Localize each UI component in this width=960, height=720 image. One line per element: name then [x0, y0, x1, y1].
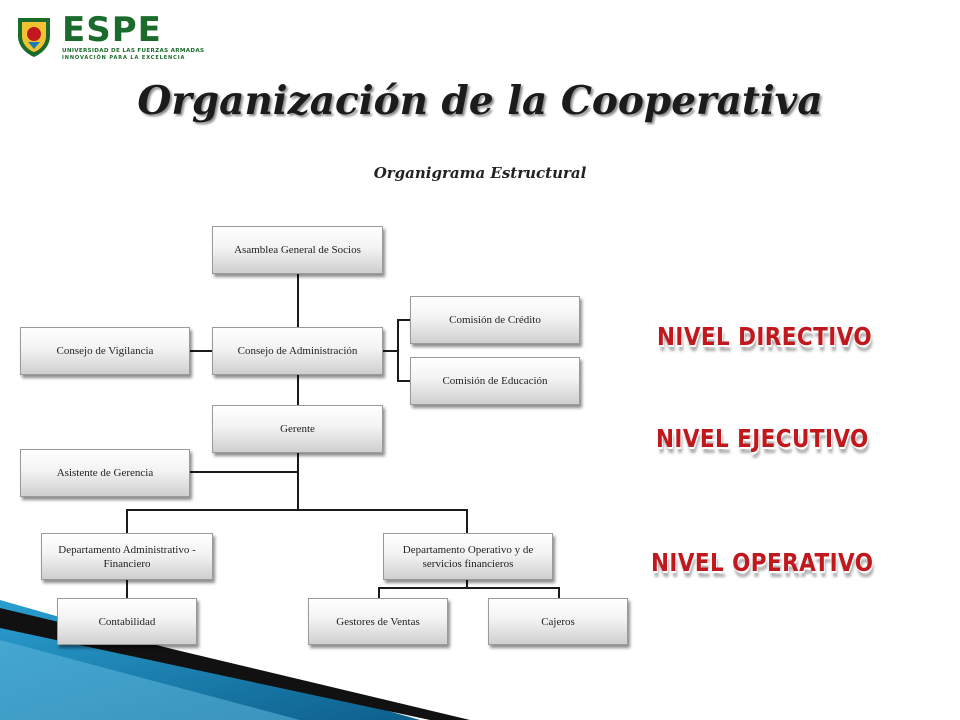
box-gerente: Gerente [212, 405, 383, 453]
box-asamblea: Asamblea General de Socios [212, 226, 383, 274]
connector-comision-credito [397, 319, 410, 321]
box-departamento-administrativo: Departamento Administrativo - Financiero [41, 533, 213, 580]
box-asistente-gerencia: Asistente de Gerencia [20, 449, 190, 497]
box-cajeros: Cajeros [488, 598, 628, 645]
box-comision-educacion: Comisión de Educación [410, 357, 580, 405]
connector-operativo-down [466, 580, 468, 588]
slide-subtitle: Organigrama Estructural [373, 164, 587, 182]
box-comision-credito: Comisión de Crédito [410, 296, 580, 344]
logo-name: ESPE [62, 12, 162, 48]
box-gestores-ventas: Gestores de Ventas [308, 598, 448, 645]
connector-operativo-horizontal [378, 587, 560, 589]
connector-gerente-down [297, 453, 299, 510]
logo-name-text: ESPE [62, 10, 162, 50]
level-ejecutivo: NIVEL EJECUTIVO [656, 424, 869, 453]
espe-logo: ESPE UNIVERSIDAD DE LAS FUERZAS ARMADAS … [14, 12, 204, 61]
box-consejo-vigilancia: Consejo de Vigilancia [20, 327, 190, 375]
connector-gestores [378, 587, 380, 598]
level-operativo: NIVEL OPERATIVO [651, 548, 874, 577]
connector-cajeros [558, 587, 560, 598]
connector-comisiones-vertical [397, 319, 399, 382]
logo-line1: UNIVERSIDAD DE LAS FUERZAS ARMADAS [62, 48, 205, 54]
connector-departamentos-horizontal [126, 509, 468, 511]
connector-admin-contabilidad [126, 580, 128, 598]
connector-asistente [190, 471, 298, 473]
connector-depto-admin [126, 509, 128, 533]
connector-vigilancia-consejo [190, 350, 212, 352]
level-directivo: NIVEL DIRECTIVO [657, 322, 873, 351]
connector-consejo-gerente [297, 375, 299, 405]
slide-title: Organización de la Cooperativa [137, 78, 823, 124]
connector-asamblea-consejo [297, 274, 299, 328]
connector-depto-operativo [466, 509, 468, 533]
logo-line2: INNOVACIÓN PARA LA EXCELENCIA [62, 55, 186, 61]
box-departamento-operativo: Departamento Operativo y de servicios fi… [383, 533, 553, 580]
shield-icon [18, 18, 50, 57]
light-blue-wedge [0, 640, 300, 720]
box-contabilidad: Contabilidad [57, 598, 197, 645]
connector-comision-educacion [397, 380, 410, 382]
box-consejo-administracion: Consejo de Administración [212, 327, 383, 375]
connector-consejo-comisiones [382, 350, 398, 352]
